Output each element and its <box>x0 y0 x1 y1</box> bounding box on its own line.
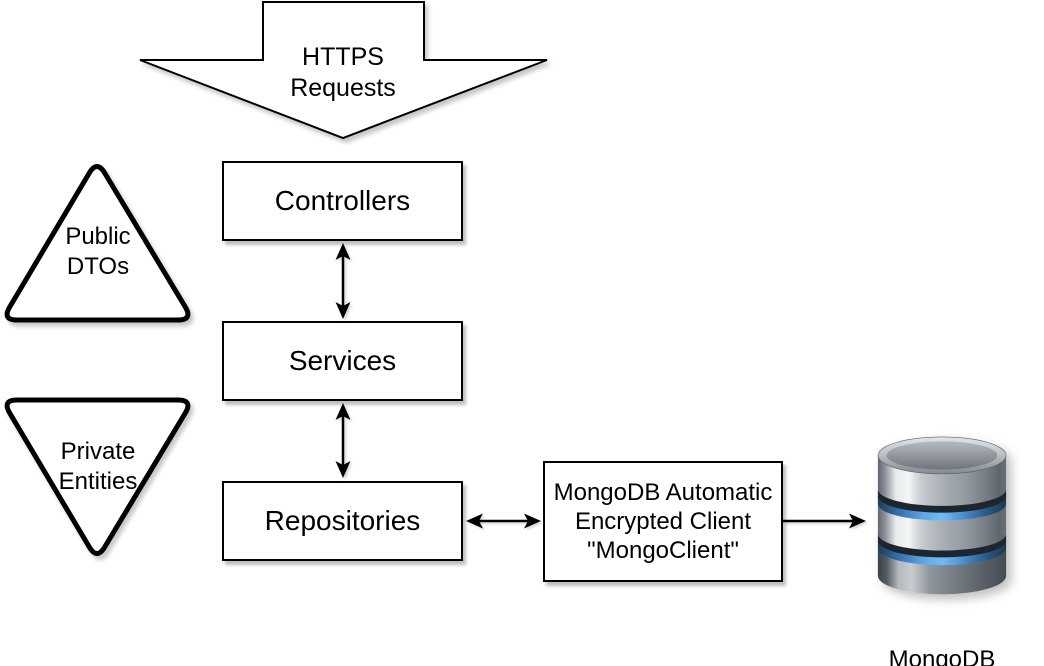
services-label: Services <box>288 345 397 376</box>
arrowhead-up-icon <box>335 243 351 260</box>
mongodb-database-icon <box>877 436 1007 595</box>
private-entities-triangle-shape <box>4 397 191 556</box>
mongo-client-node: MongoDB Automatic Encrypted Client "Mong… <box>543 461 783 582</box>
db-top-surface <box>886 441 998 470</box>
repositories-node: Repositories <box>222 481 463 561</box>
https-requests-label: HTTPS Requests <box>290 43 396 102</box>
arrowhead-down-icon <box>335 302 351 319</box>
db-seam-dark <box>877 489 1007 514</box>
db-seam-blue-glow <box>877 540 1007 566</box>
public-dtos-label: Public DTOs <box>65 223 131 280</box>
controllers-label: Controllers <box>274 185 411 216</box>
db-bottom-disk <box>877 548 1007 595</box>
mongodb-caption-text: MongoDB <box>885 646 999 666</box>
private-entities-label: Private Entities <box>58 438 138 495</box>
db-seam-dark <box>877 534 1007 559</box>
services-node: Services <box>222 321 463 401</box>
db-seam-blue-glow <box>877 496 1007 521</box>
https-requests-arrow-shape <box>139 1 548 140</box>
arrowhead-left-icon <box>466 513 483 529</box>
mongo-client-label: MongoDB Automatic Encrypted Client "Mong… <box>553 479 773 564</box>
arrowhead-down-icon <box>335 461 351 478</box>
arrowhead-right-icon <box>849 513 866 529</box>
arrowhead-right-icon <box>524 513 541 529</box>
repositories-label: Repositories <box>264 505 421 536</box>
connector-arrows <box>335 243 866 529</box>
mongodb-caption: MongoDB <box>862 612 1022 666</box>
public-dtos-triangle-shape <box>4 164 191 323</box>
controllers-node: Controllers <box>222 161 463 241</box>
arrowhead-up-icon <box>335 403 351 420</box>
